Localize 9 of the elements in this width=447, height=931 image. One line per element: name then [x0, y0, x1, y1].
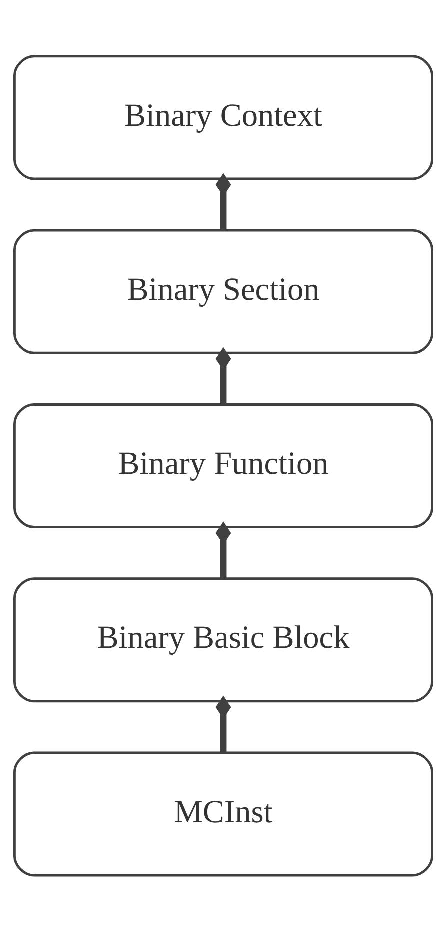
connector: [216, 521, 232, 578]
connector: [216, 346, 232, 404]
node-box: Binary Function: [13, 403, 434, 528]
node-box: Binary Context: [13, 54, 434, 180]
node-box: Binary Section: [13, 228, 434, 354]
connector: [216, 695, 232, 752]
node-box: Binary Basic Block: [13, 577, 434, 702]
connector: [216, 172, 232, 230]
node-box: MCInst: [13, 751, 434, 876]
